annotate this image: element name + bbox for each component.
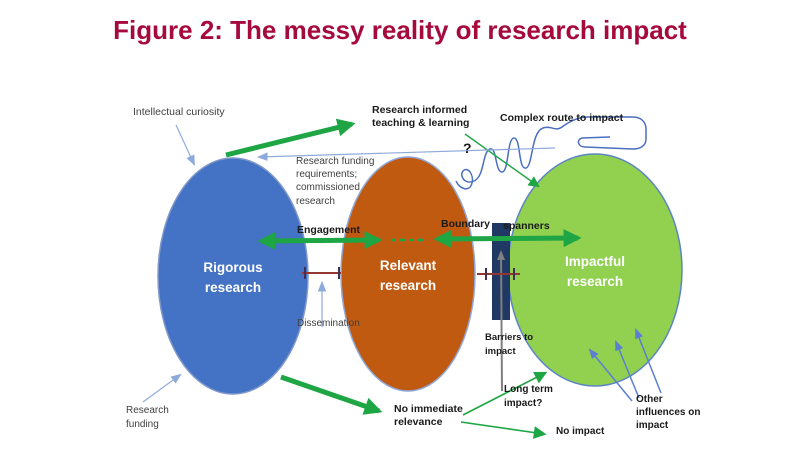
research-funding-label: Research funding [126, 405, 169, 430]
no-impact-arrow [460, 421, 547, 439]
other-influence-arrow-2 [615, 340, 640, 399]
long-term-impact-label: Long term impact? [504, 384, 553, 409]
dissemination-label: Dissemination [297, 318, 360, 329]
other-influence-arrow-3 [635, 328, 662, 394]
figure-title: Figure 2: The messy reality of research … [113, 15, 687, 45]
rigorous-research-ellipse [157, 157, 309, 395]
research-funding-arrow [142, 373, 182, 403]
no-immediate-relevance-label: No immediate relevance [394, 403, 463, 429]
boundary-label: Boundary [441, 218, 491, 230]
question-route-arrow [464, 133, 540, 188]
intellectual-curiosity-arrow [175, 124, 195, 166]
intellectual-curiosity-label: Intellectual curiosity [133, 106, 225, 118]
engagement-double-arrow [257, 231, 383, 250]
engagement-label: Engagement [297, 224, 361, 236]
other-influences-label: Other influences on impact [636, 394, 701, 431]
boundary-spanners-double-arrow [433, 229, 582, 248]
no-immediate-relevance-arrow [280, 374, 383, 415]
question-mark-label: ? [463, 140, 472, 156]
spanners-label: spanners [503, 220, 550, 232]
teaching-learning-arrow [225, 118, 356, 158]
other-influence-arrow-1 [588, 348, 633, 402]
research-informed-label: Research informed teaching & learning [372, 104, 470, 130]
complex-route-scribble [455, 116, 647, 190]
no-impact-label: No impact [556, 426, 605, 437]
barriers-to-impact-label: Barriers to impact [485, 332, 534, 357]
funding-requirements-arrow [256, 147, 556, 162]
funding-requirements-label: Research funding requirements; commissio… [296, 156, 375, 207]
barriers-gray-arrow [497, 250, 506, 392]
long-term-impact-arrow [462, 371, 548, 416]
relevant-research-label: Relevant research [379, 258, 437, 294]
rigorous-research-label: Rigorous research [203, 260, 263, 296]
impactful-research-label: Impactful research [564, 254, 625, 290]
complex-route-label: Complex route to impact [500, 112, 624, 124]
